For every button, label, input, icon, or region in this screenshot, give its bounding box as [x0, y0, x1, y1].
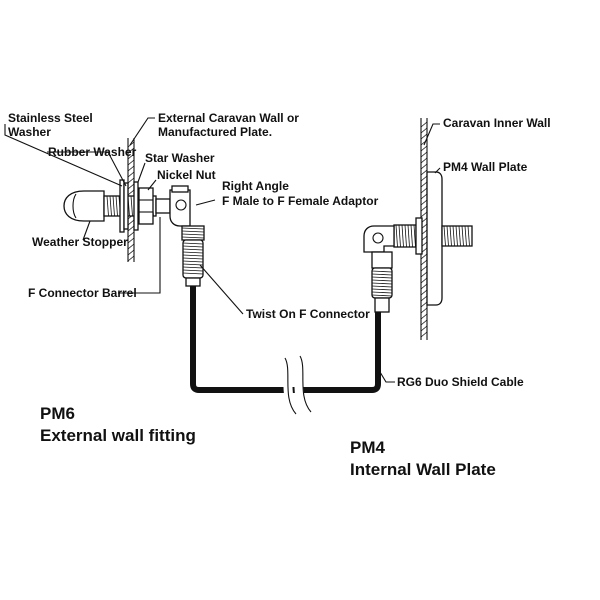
- label-right-angle-2: F Male to F Female Adaptor: [222, 194, 379, 208]
- label-twist-on-f-connector: Twist On F Connector: [246, 307, 370, 321]
- label-stainless-steel-washer-1: Stainless Steel: [8, 111, 93, 125]
- right-angle-adaptor-right: [363, 225, 395, 269]
- twist-on-f-connector-left: [182, 239, 204, 287]
- star-washer: [133, 181, 139, 231]
- weather-stopper: [63, 190, 105, 222]
- label-rubber-washer: Rubber Washer: [48, 145, 137, 159]
- rg6-cable: [190, 286, 381, 415]
- label-external-wall-2: Manufactured Plate.: [158, 125, 272, 139]
- rubber-washer: [123, 182, 129, 230]
- label-f-connector-barrel: F Connector Barrel: [28, 286, 137, 300]
- right-title-line2: Internal Wall Plate: [350, 460, 496, 479]
- label-pm4-wall-plate: PM4 Wall Plate: [443, 160, 528, 174]
- label-external-wall-1: External Caravan Wall or: [158, 111, 299, 125]
- twist-on-f-connector-right: [371, 267, 393, 313]
- label-rg6-cable: RG6 Duo Shield Cable: [397, 375, 524, 389]
- left-title-line2: External wall fitting: [40, 426, 196, 445]
- leader-lines: [4, 117, 441, 383]
- pm4-wall-plate: [426, 171, 443, 306]
- label-caravan-inner-wall: Caravan Inner Wall: [443, 116, 551, 130]
- left-title-line1: PM6: [40, 404, 75, 423]
- pm4-barrel: [393, 217, 473, 255]
- label-right-angle-1: Right Angle: [222, 179, 289, 193]
- label-star-washer: Star Washer: [145, 151, 215, 165]
- label-weather-stopper: Weather Stopper: [32, 235, 128, 249]
- label-nickel-nut: Nickel Nut: [157, 168, 216, 182]
- right-angle-adaptor-left: [155, 185, 205, 241]
- right-title-line1: PM4: [350, 438, 386, 457]
- label-stainless-steel-washer-2: Washer: [8, 125, 51, 139]
- nickel-nut: [138, 187, 154, 225]
